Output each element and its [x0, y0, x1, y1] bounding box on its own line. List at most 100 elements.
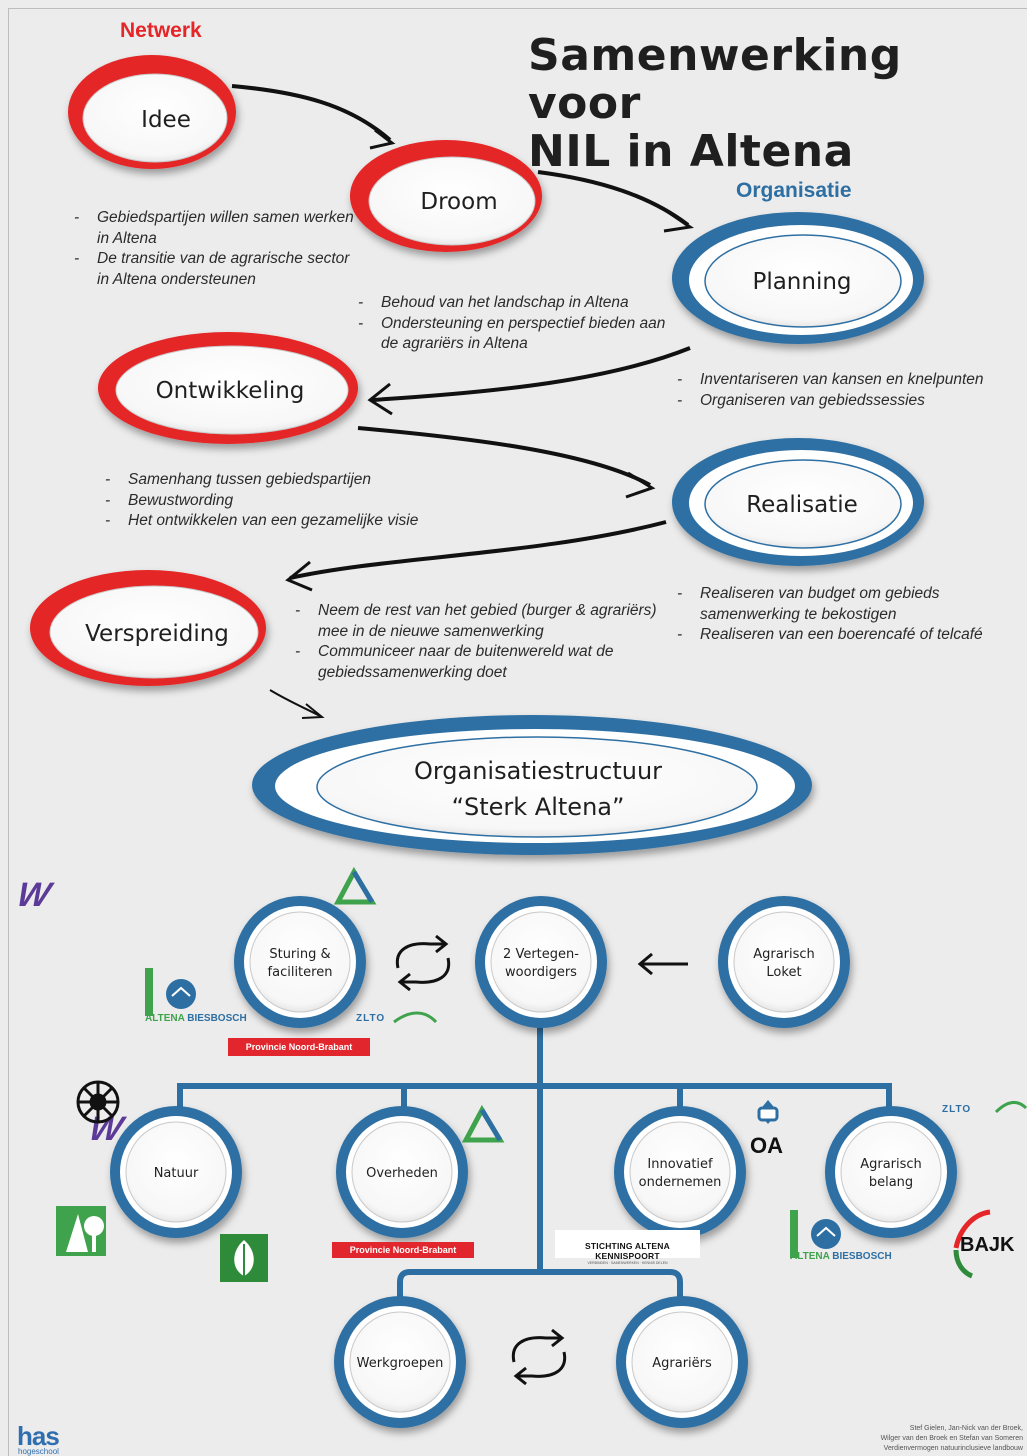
zlto-logo: ZLTO: [356, 1013, 386, 1024]
arrow-verspreiding-org: [269, 689, 321, 717]
oa-logo: OA: [750, 1133, 783, 1158]
org-circle-sturing: [234, 896, 366, 1028]
bullets-droom: Behoud van het landschap in Altena Onder…: [356, 293, 671, 355]
bullets-ontwikkeling: Samenhang tussen gebiedspartijen Bewustw…: [103, 470, 463, 532]
tree-logo-icon: [56, 1206, 106, 1256]
bullet-item: Het ontwikkelen van een gezamelijke visi…: [103, 511, 463, 532]
bullet-item: Bewustwording: [103, 491, 463, 512]
wheel-logo-icon: [76, 1080, 120, 1124]
page-title: Samenwerking voor NIL in Altena: [528, 32, 1027, 176]
has-logo: has: [17, 1421, 60, 1451]
credits-line-3: Verdienvermogen natuurinclusieve landbou…: [883, 1445, 1023, 1452]
altena-biesbosch-logo-2: ALTENA BIESBOSCH: [790, 1251, 892, 1262]
org-circle-belang: [825, 1106, 957, 1238]
bullet-item: De transitie van de agrarische sector in…: [72, 249, 362, 290]
bullets-planning: Inventariseren van kansen en knelpunten …: [675, 370, 1025, 411]
bullet-item: Gebiedspartijen willen samen werken in A…: [72, 208, 362, 249]
bullet-item: Behoud van het landschap in Altena: [356, 293, 671, 314]
node-realisatie: [672, 438, 924, 566]
org-label-natuur: Natuur: [154, 1166, 199, 1181]
bajk-logo: BAJK: [960, 1234, 1015, 1256]
bullet-item: Communiceer naar de buitenwereld wat de …: [293, 642, 658, 683]
org-circle-loket: [718, 896, 850, 1028]
arrow-droom-planning: [537, 170, 690, 227]
arrow-realisatie-verspreiding: [289, 520, 667, 580]
bullet-item: Samenhang tussen gebiedspartijen: [103, 470, 463, 491]
org-circle-werkgroepen: [334, 1296, 466, 1428]
org-label-belang-1: Agrarisch: [860, 1157, 922, 1172]
node-idee: [68, 55, 236, 169]
node-label-realisatie: Realisatie: [746, 492, 858, 518]
zlto-swoosh-icon: [393, 1011, 438, 1024]
org-circle-overheden: [336, 1106, 468, 1238]
org-label-werkgroepen: Werkgroepen: [357, 1356, 444, 1371]
node-label-droom: Droom: [420, 189, 497, 215]
svg-text:W: W: [14, 876, 57, 914]
org-circle-agrariers: [616, 1296, 748, 1428]
org-connectors: [177, 1020, 892, 1310]
arrow-idee-droom: [231, 84, 392, 142]
org-label-innovatief-2: ondernemen: [639, 1175, 722, 1190]
org-circle-vertegen: [475, 896, 607, 1028]
cycle-icon-top: [395, 934, 451, 992]
bullet-item: Organiseren van gebiedssessies: [675, 391, 1025, 412]
title-line-1: Samenwerking voor: [528, 30, 902, 129]
arrow-ontwikkeling-realisatie: [357, 426, 651, 487]
bullets-realisatie: Realiseren van budget om gebieds samenwe…: [675, 584, 1020, 646]
org-label-vertegen-1: 2 Vertegen-: [503, 947, 579, 962]
credits: Stef Gielen, Jan-Nick van der Broek, Wil…: [881, 1424, 1023, 1454]
zlto-swoosh-icon-2: [994, 1101, 1027, 1114]
org-label-belang-2: belang: [869, 1175, 913, 1190]
org-label-overheden: Overheden: [366, 1166, 438, 1181]
arrow-left-icon: [637, 952, 688, 976]
org-circle-natuur: [110, 1106, 242, 1238]
organisation-label: Organisatie: [736, 179, 852, 202]
cycle-icon-bottom: [511, 1328, 567, 1386]
oa-logo-icon: [757, 1100, 779, 1124]
bullet-item: Inventariseren van kansen en knelpunten: [675, 370, 1025, 391]
bullet-item: Ondersteuning en perspectief bieden aan …: [356, 314, 671, 355]
node-label-verspreiding: Verspreiding: [85, 621, 229, 647]
org-label-sturing-2: faciliteren: [268, 965, 333, 980]
page-border: [8, 8, 1027, 1456]
node-planning: [672, 212, 924, 344]
altena-biesbosch-logo-icon: [145, 968, 196, 1016]
bullet-item: Realiseren van budget om gebieds samenwe…: [675, 584, 1020, 625]
zlto-logo-2: ZLTO: [942, 1104, 972, 1115]
node-label-org-2: “Sterk Altena”: [452, 793, 625, 821]
triangle-logo-icon-2: [461, 1104, 505, 1143]
bullets-verspreiding: Neem de rest van het gebied (burger & ag…: [293, 601, 658, 683]
node-organisatiestructuur: [252, 715, 812, 855]
node-label-ontwikkeling: Ontwikkeling: [156, 378, 305, 404]
node-droom: [350, 140, 542, 252]
bullets-idee: Gebiedspartijen willen samen werken in A…: [72, 208, 362, 290]
org-label-agrariers: Agrariërs: [652, 1356, 712, 1371]
network-label: Netwerk: [120, 19, 202, 42]
org-label-sturing-1: Sturing &: [269, 947, 330, 962]
bajk-logo-icon: [953, 1209, 991, 1279]
node-label-planning: Planning: [752, 269, 851, 295]
org-label-vertegen-2: woordigers: [505, 965, 577, 980]
provincie-logo-2: Provincie Noord-Brabant: [332, 1242, 474, 1258]
org-label-loket-1: Agrarisch: [753, 947, 815, 962]
bullet-item: Neem de rest van het gebied (burger & ag…: [293, 601, 658, 642]
title-line-2: NIL in Altena: [528, 126, 854, 177]
kennispoort-logo: STICHTING ALTENA KENNISPOORT VERBINDEN ·…: [555, 1230, 700, 1265]
altena-biesbosch-logo-icon-2: [790, 1210, 841, 1258]
kennispoort-logo-sub: VERBINDEN · SAMENWERKEN · KENNIS DELEN: [587, 1261, 668, 1265]
node-label-idee: Idee: [141, 107, 191, 133]
triangle-logo-icon: [333, 866, 377, 905]
provincie-logo: Provincie Noord-Brabant: [228, 1038, 370, 1056]
node-ontwikkeling: [98, 332, 358, 444]
leaf-logo-icon: [220, 1234, 268, 1282]
credits-line-2: Wilger van den Broek en Stefan van Somer…: [880, 1435, 1023, 1442]
altena-biesbosch-logo: ALTENA BIESBOSCH: [145, 1013, 247, 1024]
kennispoort-logo-name: STICHTING ALTENA KENNISPOORT: [585, 1241, 670, 1261]
org-label-loket-2: Loket: [766, 965, 801, 980]
node-verspreiding: [30, 570, 266, 686]
org-circle-innovatief: [614, 1106, 746, 1238]
credits-line-1: Stef Gielen, Jan-Nick van der Broek,: [909, 1425, 1023, 1432]
arrow-planning-ontwikkeling: [371, 346, 691, 402]
node-label-org-1: Organisatiestructuur: [414, 757, 662, 785]
